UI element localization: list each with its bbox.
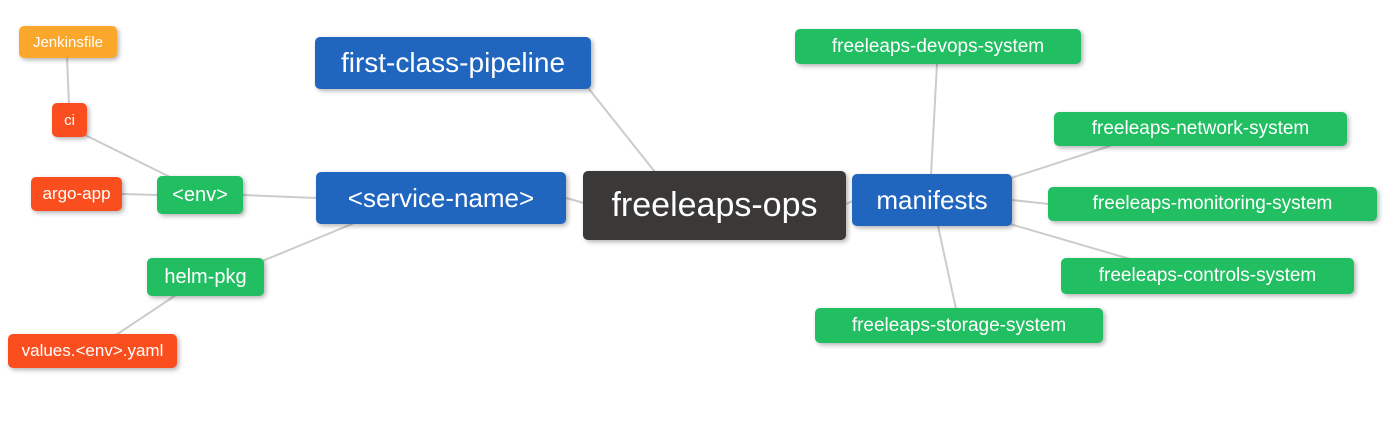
node-env[interactable]: <env> — [157, 176, 243, 214]
node-freeleaps-monitoring-system[interactable]: freeleaps-monitoring-system — [1048, 187, 1377, 221]
node-freeleaps-ops[interactable]: freeleaps-ops — [583, 171, 846, 240]
edge-root-manifests — [845, 200, 854, 205]
node-argo-app[interactable]: argo-app — [31, 177, 122, 211]
node-values-env-yaml[interactable]: values.<env>.yaml — [8, 334, 177, 368]
node-freeleaps-controls-system[interactable]: freeleaps-controls-system — [1061, 258, 1354, 294]
edge-manifests-controls — [1009, 223, 1131, 260]
edge-manifests-storage — [937, 225, 957, 310]
node-first-class-pipeline[interactable]: first-class-pipeline — [315, 37, 591, 89]
node-freeleaps-storage-system[interactable]: freeleaps-storage-system — [815, 308, 1103, 343]
edge-service-name-root — [565, 197, 585, 204]
node-service-name[interactable]: <service-name> — [316, 172, 566, 224]
edge-helm-pkg-service-name — [259, 223, 353, 263]
edge-ci-env — [82, 133, 173, 179]
node-helm-pkg[interactable]: helm-pkg — [147, 258, 264, 296]
node-manifests[interactable]: manifests — [852, 174, 1012, 226]
node-freeleaps-devops-system[interactable]: freeleaps-devops-system — [795, 29, 1081, 64]
node-ci[interactable]: ci — [52, 103, 87, 137]
edge-env-service-name — [242, 194, 318, 199]
edge-manifests-network — [1010, 145, 1111, 179]
edge-argo-app-env — [121, 193, 159, 196]
edge-values-helm-pkg — [115, 294, 177, 336]
edge-manifests-devops — [930, 63, 938, 176]
edge-pipeline-root — [588, 88, 656, 173]
edge-jenkinsfile-ci — [66, 57, 70, 106]
edge-manifests-monitoring — [1011, 199, 1050, 205]
node-freeleaps-network-system[interactable]: freeleaps-network-system — [1054, 112, 1347, 146]
node-jenkinsfile[interactable]: Jenkinsfile — [19, 26, 117, 58]
